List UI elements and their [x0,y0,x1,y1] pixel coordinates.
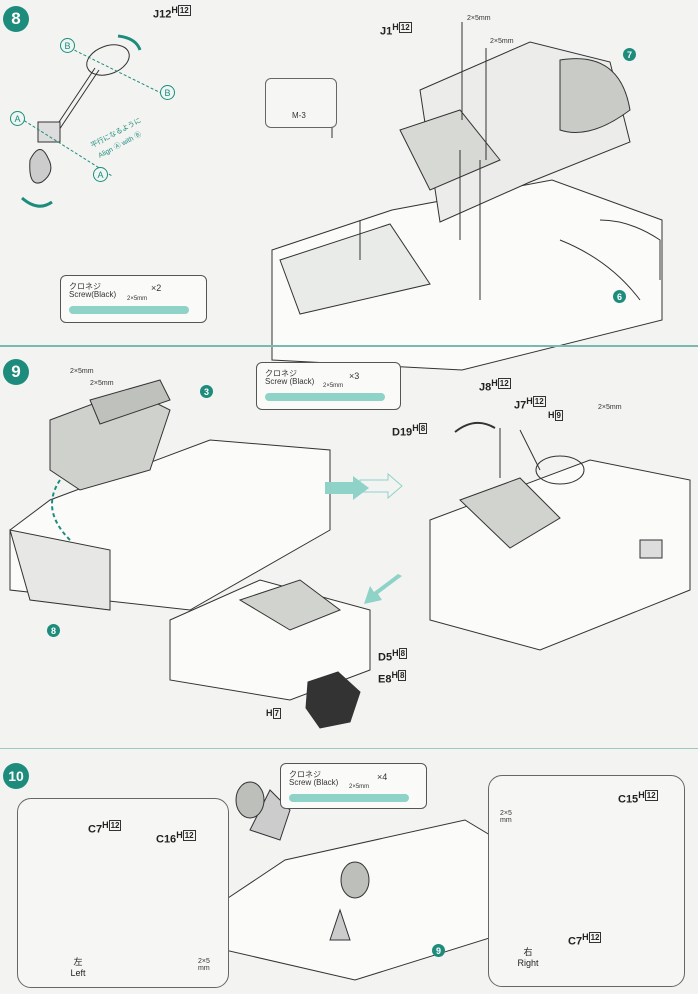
align-mark-a: A [10,111,25,126]
screw-en: Screw(Black) [69,290,117,299]
screw-size: 2×5mm [323,383,344,389]
left-side-label: 左 Left [70,957,86,978]
screw-jp: クロネジ [265,369,297,378]
steering-wheel [86,44,130,76]
right-side-inset [488,775,685,987]
screw-qty: ×2 [151,283,162,293]
screw-box-step-9: クロネジ Screw (Black) ×3 2×5mm [256,362,401,410]
screw-jp: クロネジ [289,770,321,779]
screw-size-label: 2×5mm [90,380,114,387]
right-side-label: 右 Right [517,947,539,968]
ref-step-3: 3 [200,385,213,398]
step-divider [0,345,698,347]
screw-size-label: 2×5mm [70,368,94,375]
align-mark-a: A [93,167,108,182]
screw-en: Screw (Black) [289,778,339,787]
screw-size-left: 2×5 mm [198,958,210,972]
screw-size-right: 2×5 mm [500,810,512,824]
step-8-badge: 8 [3,6,29,32]
screwdriver-icon [289,794,409,802]
screw-size: 2×5mm [127,296,148,302]
screw-box-step-8: クロネジ Screw(Black) ×2 2×5mm [60,275,207,323]
m3-inset: M-3 [265,78,337,128]
screw-jp: クロネジ [69,282,101,291]
screw-qty: ×3 [349,371,360,381]
screwdriver-icon [265,393,385,401]
align-mark-b: B [160,85,175,100]
ref-step-9: 9 [432,944,445,957]
ref-step-6: 6 [613,290,626,303]
screw-size-label: 2×5mm [490,38,514,45]
left-side-inset [17,798,229,988]
step-9-badge: 9 [3,359,29,385]
screwdriver-icon [69,306,189,314]
screw-size-label: 2×5mm [598,404,622,411]
screw-box-step-10: クロネジ Screw (Black) ×4 2×5mm [280,763,427,809]
m3-label: M-3 [292,111,306,120]
align-mark-b: B [60,38,75,53]
screw-en: Screw (Black) [265,377,315,386]
screw-size-label: 2×5mm [467,15,491,22]
screw-qty: ×4 [377,772,388,782]
step-divider [0,748,698,749]
step-10-badge: 10 [3,763,29,789]
ref-step-7: 7 [623,48,636,61]
screw-size: 2×5mm [349,784,370,790]
ref-step-8: 8 [47,624,60,637]
